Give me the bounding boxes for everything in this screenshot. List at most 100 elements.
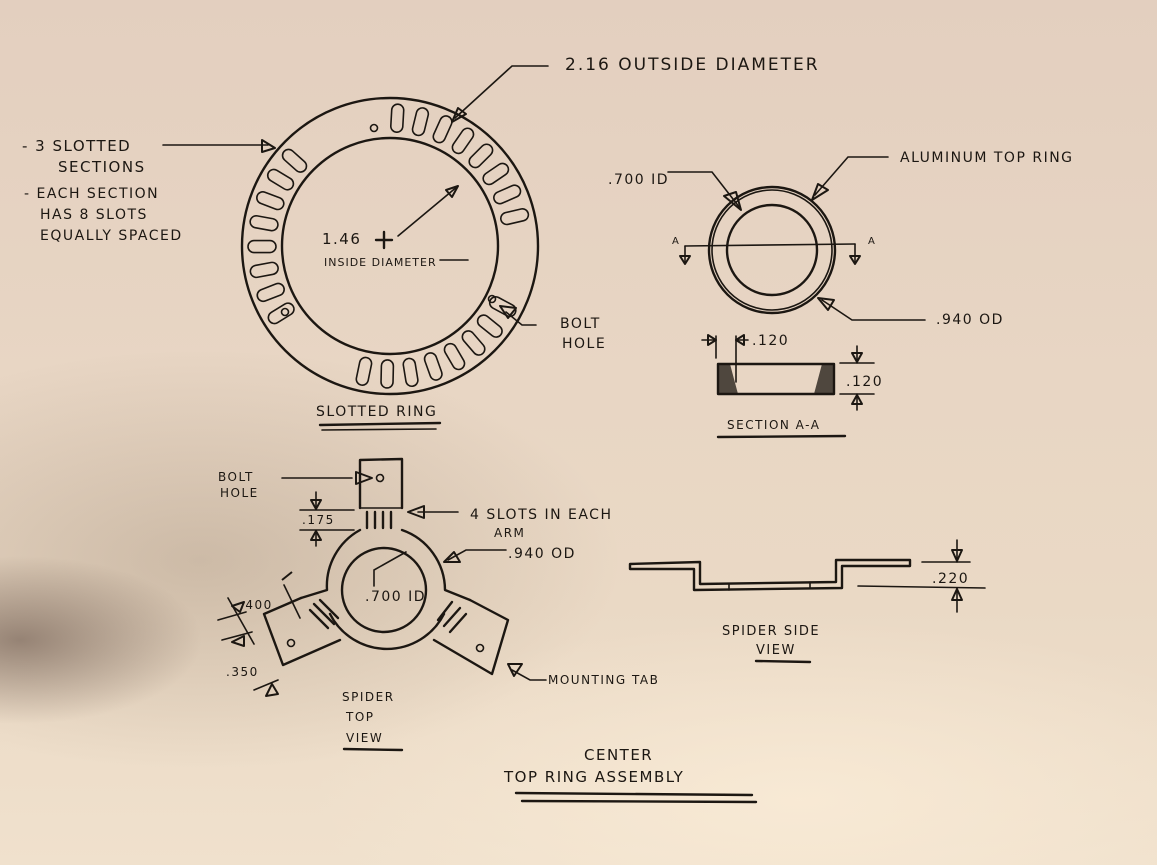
arrowhead-icon <box>231 635 245 647</box>
ring-slot <box>461 330 486 356</box>
spider-side-caption: View <box>756 643 796 658</box>
spider-arm-left <box>262 596 342 667</box>
arm-dim-lines <box>217 611 279 691</box>
ring-slot <box>249 261 279 279</box>
inside-diameter-value: 1.46 <box>322 230 361 248</box>
ring-slot <box>476 314 503 338</box>
arrowhead-icon <box>451 107 467 123</box>
arrowhead-icon <box>951 588 963 601</box>
mounting-tab-label: Mounting Tab <box>548 673 659 687</box>
caption-underline <box>318 421 442 427</box>
ring-slot <box>468 143 494 169</box>
arrowhead-icon <box>723 191 742 211</box>
bolt-hole-label: Hole <box>562 336 606 352</box>
slots-note: Arm <box>494 526 525 540</box>
spider-top-caption: Top <box>345 710 375 724</box>
note-line: - 3 Slotted <box>22 137 131 155</box>
slot-dim-lines <box>299 491 355 547</box>
arrowhead-icon <box>507 663 523 677</box>
ring-slot <box>256 282 285 303</box>
od-leader <box>454 65 549 119</box>
ring-slot <box>411 107 430 137</box>
ring-slot <box>451 127 475 155</box>
section-caption: Section A-A <box>727 418 820 432</box>
arrowhead-icon <box>499 305 517 319</box>
ring-slot <box>267 302 295 325</box>
center-mark <box>374 230 394 250</box>
bolt-hole-leader <box>505 311 537 326</box>
ring-slot <box>249 214 279 232</box>
spider-side-caption: Spider Side <box>722 624 820 639</box>
slotted-ring-caption: Slotted Ring <box>316 404 437 420</box>
id-leader <box>397 185 459 237</box>
caption-underline <box>342 747 404 752</box>
section-line-ends <box>684 243 856 263</box>
note-line: - Each Section <box>24 186 159 202</box>
ring-slot <box>281 148 308 173</box>
ring-slot <box>423 352 443 381</box>
note-line: Has 8 Slots <box>40 207 148 223</box>
ring-outer-circle <box>240 96 540 396</box>
spider-bolt-hole-label: Hole <box>220 486 259 500</box>
arrowhead-icon <box>851 352 863 363</box>
height-ext-lines <box>857 561 986 589</box>
spider-arm-right <box>432 598 510 676</box>
spider-top-caption: View <box>346 731 383 745</box>
spider-inner-circle <box>340 546 428 634</box>
section-marker-right: A <box>868 236 876 247</box>
id-leader <box>373 551 407 587</box>
slots-note: 4 Slots in Each <box>470 507 612 523</box>
spider-side-drawing <box>628 539 986 613</box>
arrowhead-icon <box>355 471 373 485</box>
alu-ring-outer-2 <box>711 189 833 311</box>
arrowhead-icon <box>707 334 717 346</box>
section-hatch-right <box>814 364 834 394</box>
arrowhead-icon <box>261 139 276 153</box>
alu-od-label: .940 OD <box>936 312 1004 328</box>
ring-slot <box>482 162 510 186</box>
bolt-hole <box>369 123 379 133</box>
title-line-2: Top Ring Assembly <box>503 768 684 786</box>
bolt-hole <box>375 473 385 483</box>
arrowhead-icon <box>407 505 425 519</box>
spider-side-profile <box>628 558 912 592</box>
slot-dim-label: .175 <box>302 513 335 527</box>
arrowhead-icon <box>735 334 745 346</box>
arrowhead-icon <box>679 255 691 265</box>
ring-slot <box>500 208 530 226</box>
outside-diameter-label: 2.16 Outside Diameter <box>565 55 820 75</box>
section-hatch-left <box>718 364 738 394</box>
section-aa-drawing <box>701 334 875 411</box>
caption-underline <box>754 659 812 664</box>
tab-length-label: .350 <box>226 665 259 679</box>
spider-arm-top <box>358 457 404 510</box>
ring-slot <box>432 115 453 144</box>
ring-slot <box>443 342 466 371</box>
aluminum-ring-drawing <box>667 156 926 321</box>
spider-id-label: .700 ID <box>365 589 426 605</box>
ring-slot <box>493 184 522 205</box>
wall-thickness-label: .120 <box>752 333 789 349</box>
bolt-hole-label: Bolt <box>560 316 601 332</box>
od-leader <box>821 299 926 321</box>
ring-slot <box>266 168 295 191</box>
alu-ring-label: Aluminum Top Ring <box>900 150 1074 166</box>
ring-slot <box>390 103 405 133</box>
arrowhead-icon <box>817 297 835 311</box>
arm-slots <box>308 598 340 630</box>
arrowhead-icon <box>231 571 293 613</box>
arrowhead-icon <box>811 183 829 201</box>
arm-width-label: .400 <box>240 598 273 612</box>
title-line-1: Center <box>584 746 653 764</box>
inside-diameter-label: Inside Diameter <box>324 256 437 269</box>
alu-id-label: .700 ID <box>608 172 669 188</box>
alu-ring-outer <box>707 185 837 315</box>
arrowhead-icon <box>310 530 322 541</box>
caption-underline <box>716 434 847 439</box>
arm-slots <box>365 510 393 530</box>
spider-top-caption: Spider <box>342 690 395 704</box>
section-marker-left: A <box>672 236 680 247</box>
arm-slots <box>436 600 468 634</box>
